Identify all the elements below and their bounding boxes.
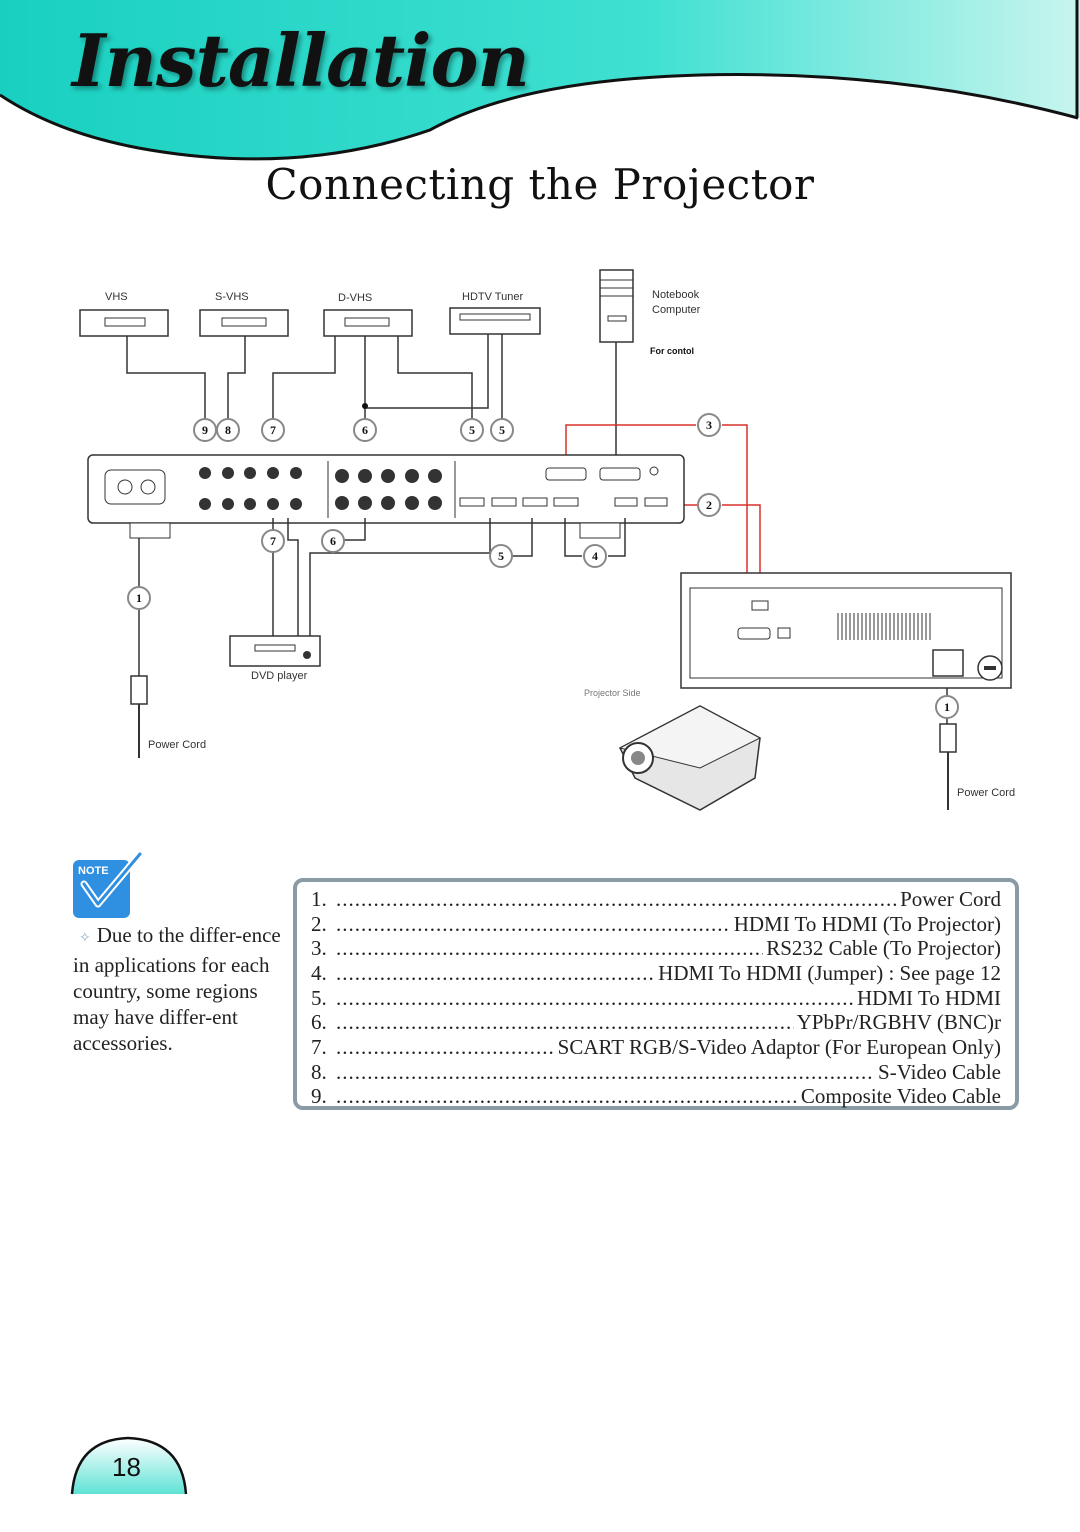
note-body: Due to the differ-ence in applications f… [73,923,281,1055]
svg-text:9: 9 [202,423,208,437]
connection-diagram: VHS S-VHS D-VHS HDTV Tuner Notebook Comp… [79,269,1015,811]
dvhs-device: D-VHS [323,292,413,337]
callout-3: 3 [697,413,721,437]
projector-panel: Projector Side [584,572,1012,698]
projector-side-label: Projector Side [584,688,641,698]
notebook-computer: Notebook Computer For contol [599,269,701,356]
svg-text:4: 4 [592,549,598,563]
callout-6-top: 6 [353,418,377,442]
dvd-player: DVD player [229,635,321,682]
header-band [0,0,1080,161]
legend-row: 7.......................................… [311,1035,1001,1059]
power-cord-right-label: Power Cord [957,787,1015,799]
svg-text:5: 5 [498,549,504,563]
note-text: ✧Due to the differ-ence in applications … [73,922,298,1056]
page-number: 18 [112,1452,141,1482]
legend-row: 9.......................................… [311,1084,1001,1108]
power-cord-label: Power Cord [148,739,206,751]
callout-1-left: 1 [127,586,151,610]
svg-text:3: 3 [706,418,712,432]
callout-6-bottom: 6 [321,529,345,553]
for-control-label: For contol [650,346,694,356]
legend-row: 8.......................................… [311,1060,1001,1084]
callout-5-bottom: 5 [489,544,513,568]
section-title: Connecting the Projector [265,160,815,209]
dvhs-label: D-VHS [338,292,372,304]
callout-5a: 5 [460,418,484,442]
header-title: Installation [72,18,530,103]
legend-row: 3.......................................… [311,936,1001,960]
vhs-device: VHS [79,291,169,337]
legend-row: 2.......................................… [311,912,1001,936]
note-bullet-icon: ✧ [79,931,91,946]
page-tab [70,1436,188,1495]
hdtv-tuner-device: HDTV Tuner [449,291,541,335]
svg-text:7: 7 [270,423,276,437]
svg-text:2: 2 [706,498,712,512]
notebook-label-2: Computer [652,304,701,316]
callout-7-bottom: 7 [261,529,285,553]
svg-text:1: 1 [136,591,142,605]
notebook-label-1: Notebook [652,289,700,301]
svg-text:5: 5 [469,423,475,437]
legend-row: 4.......................................… [311,961,1001,985]
svhs-label: S-VHS [215,291,249,303]
dvd-label: DVD player [251,670,308,682]
svg-text:1: 1 [944,700,950,714]
hdtv-label: HDTV Tuner [462,291,523,303]
svg-text:5: 5 [499,423,505,437]
svg-text:7: 7 [270,534,276,548]
legend-row: 6.......................................… [311,1010,1001,1034]
svg-text:6: 6 [362,423,368,437]
svg-text:6: 6 [330,534,336,548]
callout-4: 4 [583,544,607,568]
callout-2: 2 [697,493,721,517]
callout-8: 8 [216,418,240,442]
svhs-device: S-VHS [199,291,289,337]
note-badge-label: NOTE [78,865,109,877]
switcher-box [87,454,685,539]
callout-7-top: 7 [261,418,285,442]
projector-image [618,705,762,811]
power-cord-right: Power Cord [939,688,1015,810]
legend-box: 1.......................................… [293,878,1019,1110]
vhs-label: VHS [105,291,128,303]
callout-1-right: 1 [935,695,959,719]
note-icon: NOTE [73,852,144,918]
svg-text:8: 8 [225,423,231,437]
legend-row: 5.......................................… [311,986,1001,1010]
power-cord-left: Power Cord [130,675,206,758]
legend-row: 1.......................................… [311,887,1001,911]
callout-9: 9 [193,418,217,442]
callout-5b: 5 [490,418,514,442]
